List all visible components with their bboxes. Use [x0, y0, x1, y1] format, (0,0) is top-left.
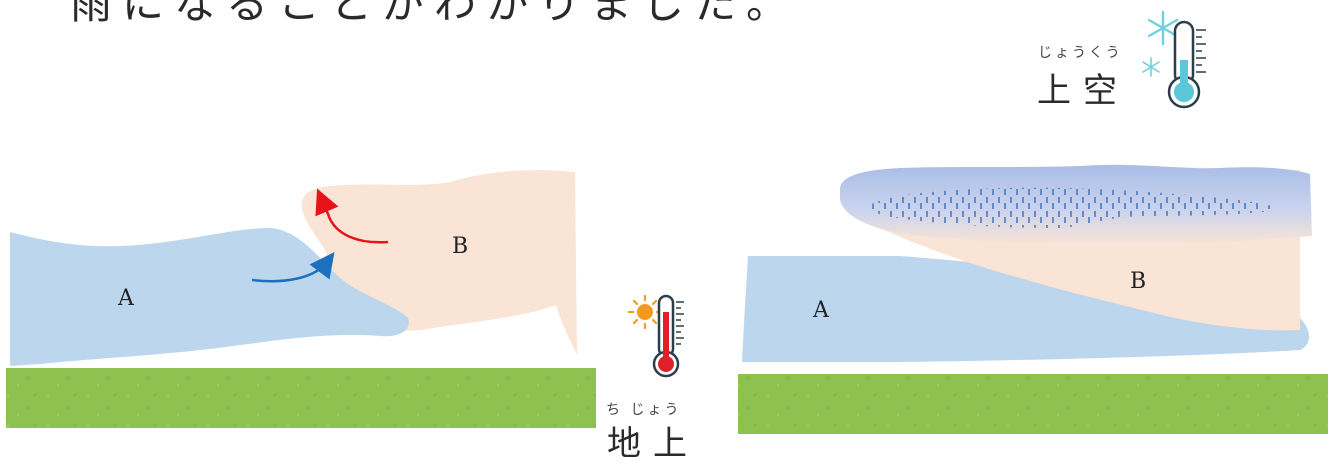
- cold-air-mass-left: [10, 228, 409, 366]
- warm-air-rising-arrow: [315, 188, 389, 244]
- top-caption: 雨になることがわかりました。: [70, 0, 798, 28]
- ground-label: 地上: [607, 424, 699, 464]
- air-mass-b-label-right: B: [1130, 269, 1146, 294]
- left-panel: A B: [6, 170, 596, 428]
- hot-thermometer-icon: [627, 294, 684, 378]
- right-panel: A B: [738, 164, 1328, 434]
- cold-air-mass-right: [742, 256, 1309, 362]
- ground-right: [738, 374, 1328, 434]
- upper-air-label: 上空: [1037, 71, 1129, 111]
- upper-air-ruby: じょうくう: [1038, 45, 1123, 61]
- rain-region: [869, 187, 1277, 228]
- air-mass-a-label-left: A: [117, 286, 135, 311]
- ground-ruby: ち じょう: [606, 402, 681, 418]
- cold-air-pushing-arrow: [251, 252, 335, 283]
- air-mass-a-label-right: A: [812, 298, 830, 323]
- cold-thermometer-icon: [1142, 10, 1206, 109]
- air-mass-b-label-left: B: [452, 234, 468, 259]
- ground-left: [6, 368, 596, 428]
